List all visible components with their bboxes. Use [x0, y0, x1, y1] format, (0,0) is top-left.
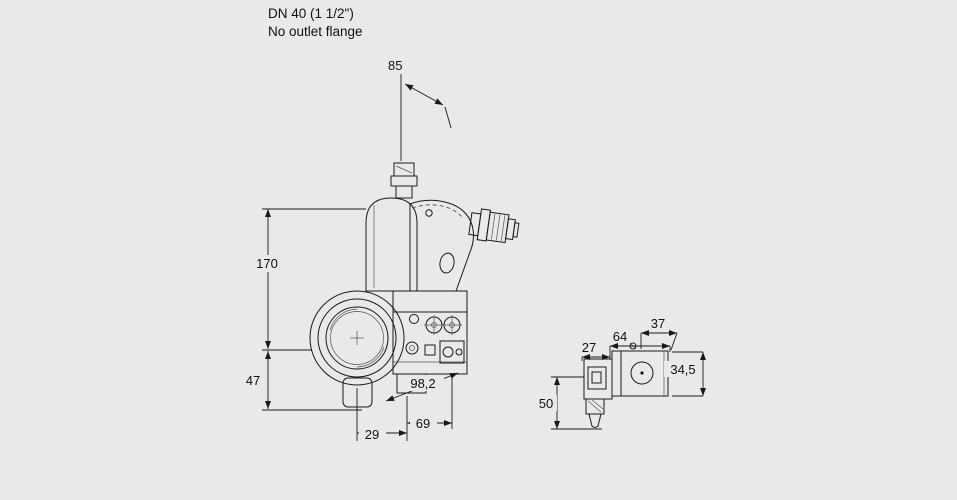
pilot-port	[405, 341, 419, 355]
side-body-circle	[630, 361, 654, 385]
dim-connector-width-27: 27	[581, 340, 610, 361]
dim-170-label-bg	[251, 255, 284, 272]
port-small	[409, 314, 419, 324]
body-ports	[405, 314, 465, 364]
pilot-port-center	[409, 345, 415, 351]
flange-outer-circle	[309, 290, 405, 386]
dim-body-depth-98: 98,2	[385, 372, 459, 402]
thread-circle	[330, 311, 384, 365]
dim-85-line	[404, 83, 444, 106]
variant-label: No outlet flange	[268, 24, 363, 39]
dim-34-value: 34,5	[670, 362, 695, 377]
dim-29-value: 29	[365, 427, 379, 442]
connector-rib	[491, 213, 496, 240]
cap-detail-line	[395, 165, 413, 174]
block-port-small	[455, 348, 463, 356]
connector-tip-end	[512, 222, 520, 238]
connector-rib	[500, 215, 506, 242]
dim-69-label-bg	[410, 415, 437, 431]
dim-64-value: 64	[613, 329, 627, 344]
gland-hatch	[591, 399, 604, 410]
dim-50-label-bg	[535, 395, 557, 411]
cap-neck	[395, 185, 413, 199]
side-plug-socket	[587, 366, 607, 390]
dim-27-value: 27	[582, 340, 596, 355]
dim-29-label-bg	[359, 426, 386, 442]
front-view	[309, 162, 520, 408]
thread-arc	[356, 346, 385, 368]
top-cap	[390, 162, 418, 199]
dim-98-label-bg	[402, 375, 444, 391]
dim-50-value: 50	[539, 396, 553, 411]
dim-47-value: 47	[246, 373, 260, 388]
dim-85-extension-line	[444, 106, 452, 129]
dim-69-value: 69	[416, 416, 430, 431]
dim-85-value: 85	[388, 58, 402, 73]
dim-47-label-bg	[240, 372, 266, 388]
product-size-label: DN 40 (1 1/2")	[268, 6, 354, 21]
actuator-dome	[365, 197, 418, 292]
body-block	[439, 340, 465, 364]
inlet-flange	[309, 290, 405, 386]
gland-hatch	[587, 400, 602, 413]
gland-tip	[588, 413, 602, 428]
cable-gland	[585, 398, 605, 428]
dim-lower-height-47: 47	[240, 351, 362, 411]
thread-arc	[329, 308, 358, 331]
side-body-center-dot	[640, 371, 644, 375]
block-port	[442, 346, 454, 358]
connector-rib	[495, 214, 501, 241]
bonnet-screw-icon	[425, 209, 433, 217]
solenoid-bonnet	[409, 199, 474, 292]
dim-total-width-64: 64	[609, 329, 671, 359]
dim-37-value: 37	[651, 316, 665, 331]
side-plug-contact	[591, 371, 602, 384]
dim-98-value: 98,2	[410, 376, 435, 391]
bonnet-oval-hole	[439, 252, 455, 274]
coil-connector	[468, 208, 520, 244]
dim-37-extension-line	[670, 332, 678, 351]
dim-bottom-offset-29: 29	[356, 388, 408, 442]
dim-connector-height-50: 50	[535, 376, 602, 430]
flange-ring	[317, 298, 397, 378]
dim-170-value: 170	[256, 256, 278, 271]
title-block: DN 40 (1 1/2") No outlet flange	[268, 6, 363, 39]
dim-34-label-bg	[664, 361, 702, 377]
bonnet-seam-dashed-line	[411, 204, 464, 219]
dim-bottom-width-69: 69	[407, 376, 453, 431]
flange-bore	[325, 306, 389, 370]
bottom-pipe-stub	[342, 377, 373, 408]
body-boss	[424, 344, 436, 356]
dim-body-height-34-5: 34,5	[664, 351, 707, 397]
dim-top-width-85: 85	[388, 58, 452, 161]
dim-upper-height-170: 170	[251, 208, 366, 351]
